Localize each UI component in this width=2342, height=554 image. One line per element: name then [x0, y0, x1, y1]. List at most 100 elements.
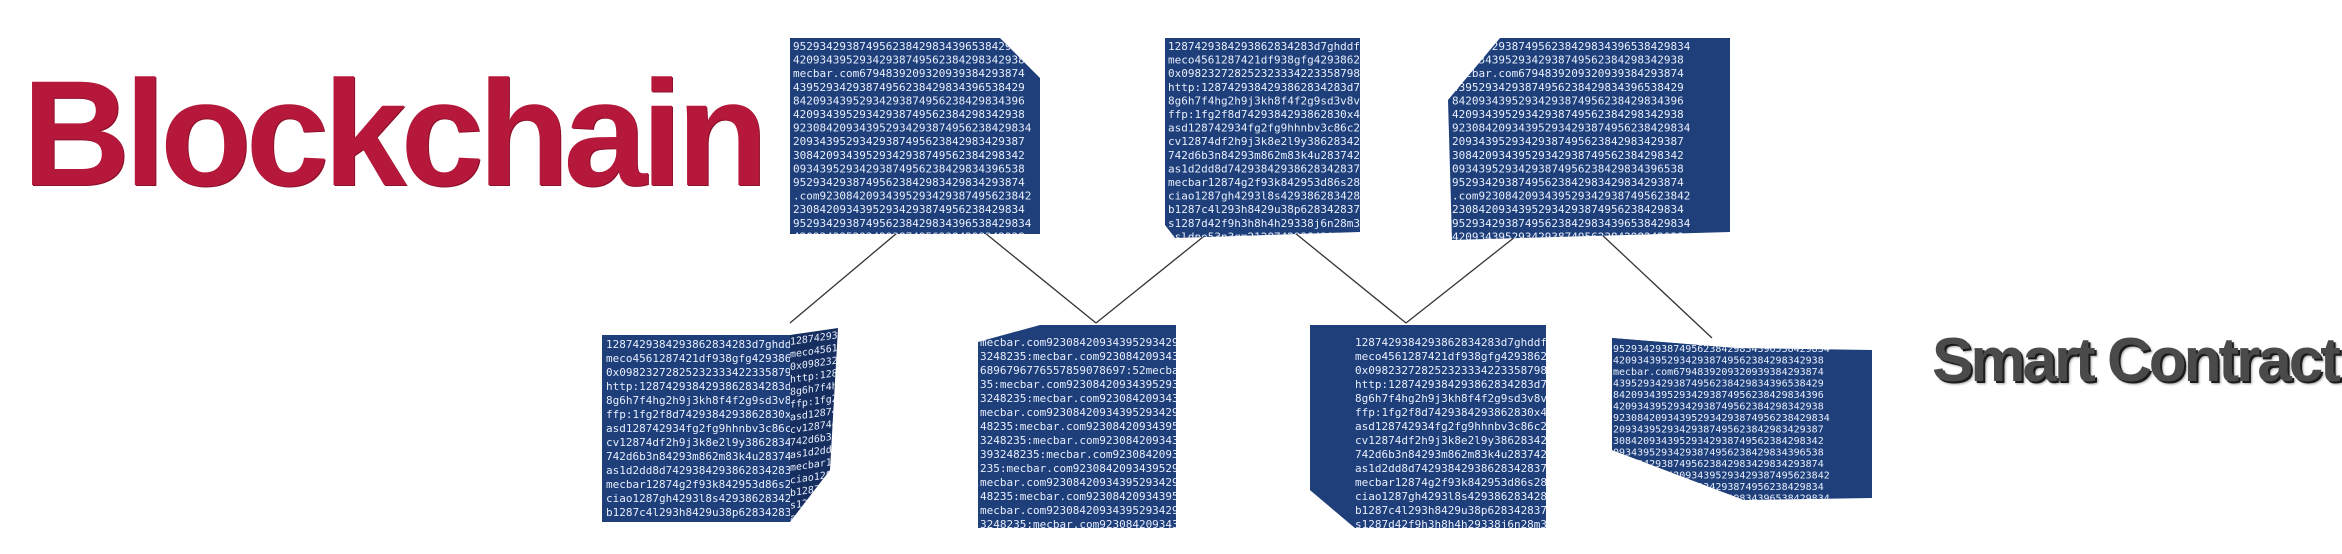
- chain-link: [984, 232, 1097, 324]
- block-hash-text: 742d6b3n84293m862m83k4u2837420x8347: [1168, 149, 1400, 162]
- block-hash-text: meco4561287421df938gfg4293862834283: [606, 352, 838, 365]
- block-hash-text: 09343952934293874956238429834396538: [1613, 448, 1824, 459]
- block-front-face: [1612, 338, 1872, 500]
- block-hash-text: 0x09823272825232333422335879852438: [1168, 67, 1393, 80]
- block-hash-text: 09343952934293874956238429834396538: [793, 162, 1025, 175]
- block-hash-text: 32483002555155:mecbar.com9230842093: [980, 532, 1212, 545]
- block-hash-text: 84209343952934293874956238429834396: [1613, 390, 1824, 401]
- block-hash-text: http:1287429384293862834283d7ghddf42: [1355, 378, 1593, 391]
- block-hash-text: 09343952934293874956238429834396538: [1452, 162, 1684, 175]
- block-hash-text: 43952934293874956238429834396538429: [1614, 509, 1803, 536]
- block-hash-text: s1287d42f9h3h8h4h29338j6n28m342o8p3: [1355, 518, 1587, 531]
- block-hash-text: 30842093439529342938749562384298342: [1452, 149, 1684, 162]
- block-hash-text: 3248235:mecbar.com92308420934395293: [980, 518, 1212, 531]
- block-hash-text: 3248235xx1:mecbar.com92308420934395: [980, 546, 1212, 554]
- block-hash-text: 1287429384293862834283d7ghddf4283473: [790, 496, 1004, 537]
- block-hash-text: mecbar.com6794839209320939384293874: [793, 67, 1025, 80]
- block-front-face: [978, 325, 1176, 528]
- block-hash-text: ffp:1fg2f8d7429384293862830x42837428: [1168, 108, 1406, 121]
- block-hash-text: http:1287429384293862834283d7ghddf42: [1168, 81, 1406, 94]
- block-hash-text: ffp:1fg2f8d7429384293862830x42837428: [1355, 406, 1593, 419]
- block-hash-text: 23084209343952934293874956238429834: [793, 203, 1025, 216]
- block-hash-text: 3248235:mecbar.com92308420934395293: [980, 434, 1212, 447]
- block-hash-text: b1287c4l293h8429u38p62834283742834: [606, 506, 832, 519]
- block-hash-text: http:1287429384293862834283d7ghddf42: [606, 380, 844, 393]
- block-hash-text: 42093439529342938749562384298342938: [793, 108, 1025, 121]
- chain-link: [1405, 232, 1521, 324]
- block-hash-text: b1287c4l293h8429u38p62834283742834: [1168, 203, 1394, 216]
- block-hash-text: asd128742934fg2fg9hhnbv3c86c2834283: [1355, 420, 1587, 433]
- block-front-face: [602, 335, 790, 522]
- block-front-face: [1448, 38, 1730, 240]
- block-hash-text: 952934293874956238429834396538429834: [793, 217, 1032, 230]
- block-hash-text: mecbar12874g2f93k842953d86s28342837: [606, 478, 838, 491]
- block-hash-text: asd128742934fg2fg9hhnbv3c86c2834283: [1168, 122, 1400, 135]
- block-hash-text: mecbar12874g2f93k842953d86s28342837: [1355, 476, 1587, 489]
- block-hash-text: ciao1287gh4293l8s4293862834283d7ghd: [1355, 490, 1587, 503]
- block-hash-text: 48235:mecbar.com92308420934395293429: [980, 490, 1218, 503]
- block-hash-text: 42093439529342938749562384298342938: [1614, 529, 1803, 554]
- block-hash-text: mecbar.com6794839209320939384293874: [1613, 367, 1824, 378]
- block-hash-text: 952934293874956238429834396538429834: [1452, 40, 1691, 53]
- block-hash-text: 742d6b3n84293m862m83k4u2837420x8347: [606, 450, 838, 463]
- block-hash-text: ciao1287gh4293l8s4293862834283d7ghd: [1168, 190, 1400, 203]
- block-hash-text: asd128742934fg2fg9hhnbv3c86c2834283: [606, 422, 838, 435]
- block-hash-text: 952934293874956238429834396538429834: [1613, 344, 1830, 355]
- block-hash-text: ffp:1fg2f8d7429384293862830x42837428: [606, 408, 844, 421]
- block-front-face: [1165, 38, 1360, 238]
- block-hash-text: 3248235:mecbar.com92308420934395293: [980, 392, 1212, 405]
- block-hash-text: cv12874df2h9j3k8e2l9y38628342837428: [1168, 135, 1400, 148]
- block-hash-text: 0x09823272825232333422335879852438: [606, 366, 831, 379]
- block-hash-text: mecbar.com923084209343952934293874: [980, 504, 1206, 517]
- block-hash-text: 923084209343952934293874956238429834: [1614, 540, 1809, 554]
- block-hash-text: 20934395293429387495623842983429387: [1452, 135, 1684, 148]
- block-hash-text: 3248235:mecbar.com92308420934395293: [980, 350, 1212, 363]
- block-hash-text: 42093439529342938749562384298342938: [793, 230, 1025, 243]
- block-hash-text: .com92308420934395293429387495623842: [1613, 471, 1830, 482]
- block-hash-text: 42093439529342938749562384298342938: [1613, 356, 1824, 367]
- block-side-face: [790, 328, 838, 522]
- block-hash-text: 20934395293429387495623842983429387: [793, 135, 1025, 148]
- block-hash-text: 42093439529342938749562384298342938: [1613, 505, 1824, 516]
- block-hash-text: .com92308420934395293429387495623842: [793, 190, 1031, 203]
- chain-link: [1599, 232, 1713, 339]
- block-hash-text: 42093439529342938749562384298342938: [1613, 402, 1824, 413]
- block-hash-text: 42093439529342938749562384298342938: [1452, 108, 1684, 121]
- block-hash-text: .com92308420934395293429387495623842: [1452, 190, 1690, 203]
- block-hash-text: 742d6b3n84293m862m83k4u2837420x8347: [1355, 448, 1587, 461]
- block-hash-text: 1287429384293862834283d7ghddf4283473: [1355, 336, 1593, 349]
- block-hash-text: mecbar.com92308420934395293429387495: [980, 406, 1218, 419]
- block-hash-text: 23084209343952934293874956238429834: [1452, 203, 1684, 216]
- block-hash-text: asldpo53n3gm21287429384293862834283: [790, 484, 998, 524]
- block-hash-text: asldpo53n3gm21287429384293862834283: [1355, 532, 1587, 545]
- block-hash-text: mecbar.com6794839209320939384293874: [1614, 498, 1803, 525]
- block-hash-text: 30842093439529342938749562384298342: [1613, 436, 1824, 447]
- block-hash-text: as1d2dd8d74293842938628342837428347: [1355, 462, 1587, 475]
- block-hash-text: 35:mecbar.com92308420934395293429387: [980, 378, 1218, 391]
- block-hash-text: 84209343952934293874956238429834396: [793, 94, 1025, 107]
- block-hash-text: 42093439529342938749562384298342938: [793, 54, 1025, 67]
- block-hash-text: 1287429384293862834283d7ghddf4283473: [1168, 40, 1406, 53]
- block-hash-text: s1287d42f9h3h8h4h29338j6n28m342o8p3: [1168, 217, 1400, 230]
- block-hash-text: meco4561287421df938gfg4293862834283: [1355, 350, 1587, 363]
- block-hash-text: 6896796776557859078697:52mecbar.com9: [980, 364, 1218, 377]
- block-hash-text: 235:mecbar.com92308420934395293429: [980, 462, 1205, 475]
- block-hash-text: 8g6h7f4hg2h9j3kh8f4f2g9sd3v8v6283428: [1355, 392, 1593, 405]
- block-hash-text: asldpo53n3gm21287429384293862834283: [1168, 230, 1400, 243]
- block-hash-text: 43952934293874956238429834396538429: [1452, 81, 1684, 94]
- block-hash-text: 43952934293874956238429834396538429: [1613, 528, 1824, 539]
- block-hash-text: 95293429387495623842983429834293874: [1613, 459, 1824, 470]
- block-hash-text: 1287429384293862834283d7ghddf4283473: [1355, 546, 1593, 554]
- block-hash-text: 8g6h7f4hg2h9j3kh8f4f2g9sd3v8v6283428: [606, 394, 844, 407]
- block-hash-text: mecbar.com92308420934395293429387495: [980, 476, 1218, 489]
- block-hash-text: 1287429384293862834283d7ghddf4283473: [606, 548, 844, 554]
- block-hash-text: 43952934293874956238429834396538429: [1613, 379, 1824, 390]
- block-hash-text: 95293429387495623842983429834293874: [1452, 176, 1684, 189]
- block-hash-text: s1287d42f9h3h8h4h29338j6n28m342o8p3: [606, 520, 838, 533]
- block-hash-text: 95293429387495623842983429834293874: [793, 176, 1025, 189]
- chain-link: [1294, 232, 1407, 324]
- block-hash-text: 23084209343952934293874956238429834: [1613, 482, 1824, 493]
- block-hash-text: 84209343952934293874956238429834396: [1452, 94, 1684, 107]
- block-hash-text: cv12874df2h9j3k8e2l9y38628342837428: [1355, 434, 1587, 447]
